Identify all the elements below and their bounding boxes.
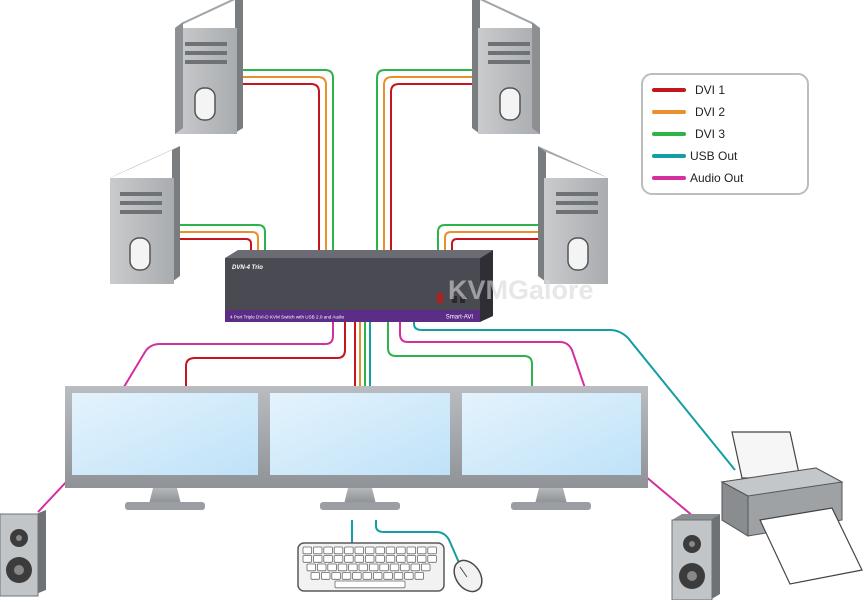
- keyboard-key: [354, 555, 365, 563]
- keyboard-key: [414, 572, 425, 580]
- keyboard-icon: [297, 542, 445, 592]
- keyboard-key: [354, 546, 365, 555]
- keyboard-key: [410, 563, 421, 572]
- cable-audio-right: [399, 320, 586, 389]
- monitor-icon: [455, 386, 648, 510]
- keyboard-key: [364, 555, 375, 563]
- keyboard-key: [341, 572, 352, 580]
- keyboard-key: [396, 555, 406, 563]
- keyboard-key: [420, 563, 431, 572]
- keyboard-key: [344, 546, 354, 555]
- keyboard-key: [379, 563, 389, 572]
- keyboard-key: [327, 563, 337, 572]
- cable-dvi1-pc4: [451, 238, 538, 252]
- keyboard-key: [385, 546, 396, 555]
- keyboard-key: [416, 555, 427, 563]
- keyboard-key: [375, 546, 385, 555]
- printer-icon: [720, 431, 863, 585]
- keyboard-key: [323, 546, 333, 555]
- cable-dvi2-pc2: [383, 76, 472, 252]
- keyboard-key: [427, 555, 437, 563]
- cable-dvi1-left-monitor: [185, 320, 346, 388]
- keyboard-key: [416, 546, 427, 555]
- speaker-icon: [0, 510, 46, 597]
- cable-dvi1-pc1: [242, 83, 320, 252]
- watermark-text: KVMGalore: [448, 275, 594, 305]
- keyboard-key: [302, 555, 313, 563]
- legend-label: DVI 1: [695, 83, 725, 97]
- mouse-icon: [453, 559, 483, 593]
- cable-dvi2-pc1: [242, 76, 327, 252]
- keyboard-key: [393, 572, 404, 580]
- cable-audio-left-speaker: [37, 320, 334, 513]
- kvm-description-label: 4 Port Triple DVI-D KVM Switch with USB …: [230, 315, 345, 320]
- speaker-icon: [671, 514, 720, 600]
- legend-label: DVI 2: [695, 105, 725, 119]
- cable-dvi2-pc4: [444, 231, 538, 252]
- keyboard-key: [385, 555, 396, 563]
- pc-tower-icon: [538, 146, 608, 284]
- cable-dvi1-pc2: [390, 83, 472, 252]
- keyboard-key: [375, 555, 385, 563]
- keyboard-key: [333, 546, 344, 555]
- keyboard-key: [331, 572, 341, 580]
- keyboard-key: [316, 563, 327, 572]
- keyboard-key: [344, 555, 354, 563]
- keyboard-key: [427, 546, 437, 555]
- pc-tower-icon: [472, 0, 540, 134]
- cable-dvi3-pc2: [376, 69, 472, 252]
- cables: [37, 69, 736, 566]
- keyboard-key: [404, 572, 414, 580]
- cable-usb-mouse: [375, 520, 461, 566]
- monitor-icon: [263, 386, 457, 510]
- keyboard-key: [306, 563, 317, 572]
- legend-label: USB Out: [690, 149, 738, 163]
- keyboard-key: [310, 572, 321, 580]
- keyboard-key: [320, 572, 331, 580]
- keyboard-key: [396, 546, 406, 555]
- legend-label: DVI 3: [695, 127, 725, 141]
- keyboard-key: [368, 563, 379, 572]
- keyboard-key: [400, 563, 410, 572]
- keyboard-key: [323, 555, 333, 563]
- keyboard-key: [389, 563, 400, 572]
- keyboard-key: [352, 572, 362, 580]
- pc-tower-icon: [175, 0, 243, 134]
- cable-dvi3-pc4: [437, 224, 538, 252]
- cable-dvi1-pc3: [180, 238, 252, 252]
- keyboard-spacebar: [334, 580, 406, 589]
- monitor-icon: [65, 386, 265, 510]
- kvm-switch-icon: DVN-4 Trio 4 Port Triple DVI-D KVM Switc…: [225, 250, 493, 322]
- keyboard-key: [362, 572, 373, 580]
- pc-tower-icon: [110, 146, 180, 284]
- keyboard-key: [372, 572, 383, 580]
- kvm-model-label: DVN-4 Trio: [232, 265, 263, 271]
- keyboard-key: [312, 555, 323, 563]
- cable-usb-printer: [413, 320, 736, 471]
- keyboard-key: [406, 546, 417, 555]
- keyboard-key: [383, 572, 393, 580]
- keyboard-key: [302, 546, 313, 555]
- keyboard-key: [406, 555, 417, 563]
- keyboard-key: [312, 546, 323, 555]
- keyboard-key: [364, 546, 375, 555]
- cable-dvi2-pc3: [180, 231, 259, 252]
- legend-label: Audio Out: [690, 171, 744, 185]
- keyboard-key: [333, 555, 344, 563]
- cable-dvi3-pc1: [242, 69, 334, 252]
- keyboard-key: [358, 563, 369, 572]
- cable-dvi3-right-monitor: [387, 320, 533, 388]
- kvm-brand-label: Smart-AVI: [446, 315, 474, 321]
- cable-dvi3-pc3: [180, 224, 266, 252]
- keyboard-key: [337, 563, 348, 572]
- keyboard-key: [348, 563, 358, 572]
